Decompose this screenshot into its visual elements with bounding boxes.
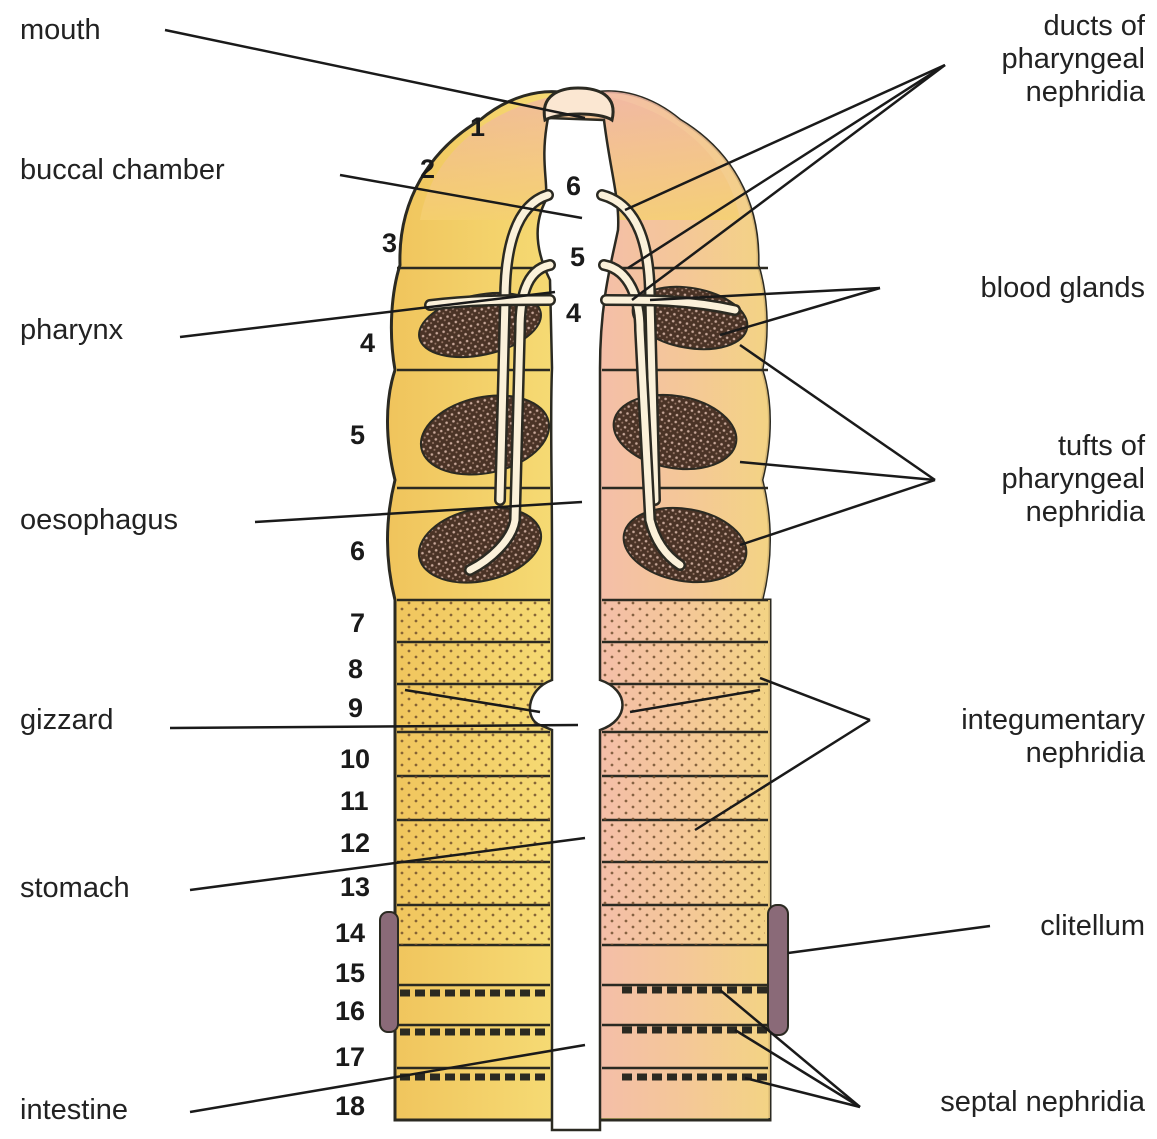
label-septal-nephridia: septal nephridia <box>940 1086 1145 1119</box>
label-tufts-pharyngeal-nephridia: tufts of pharyngeal nephridia <box>1002 430 1146 529</box>
segment-number: 7 <box>350 608 365 638</box>
label-stomach: stomach <box>20 872 130 905</box>
segment-number: 14 <box>335 918 365 948</box>
segment-number: 4 <box>360 328 375 358</box>
label-integumentary-nephridia: integumentary nephridia <box>961 704 1145 770</box>
mouth-lip <box>544 88 613 120</box>
label-oesophagus: oesophagus <box>20 504 178 537</box>
leader-line-clitellum <box>788 926 990 953</box>
segment-number: 17 <box>335 1042 365 1072</box>
stippled-region-left <box>400 600 550 945</box>
segment-number: 11 <box>340 786 369 816</box>
segment-number: 6 <box>350 536 365 566</box>
label-ducts-pharyngeal-nephridia: ducts of pharyngeal nephridia <box>1002 10 1146 109</box>
label-mouth: mouth <box>20 14 101 47</box>
segment-number: 3 <box>382 228 397 258</box>
label-intestine: intestine <box>20 1094 128 1127</box>
label-blood-glands: blood glands <box>981 272 1145 305</box>
segment-number: 10 <box>340 744 370 774</box>
segment-number: 8 <box>348 654 363 684</box>
segment-number: 5 <box>350 420 365 450</box>
segment-number: 15 <box>335 958 365 988</box>
label-buccal-chamber: buccal chamber <box>20 154 225 187</box>
leader-line-integumentary-1 <box>760 678 870 720</box>
label-clitellum: clitellum <box>1040 910 1145 943</box>
leader-line-mouth <box>165 30 585 118</box>
label-gizzard: gizzard <box>20 704 114 737</box>
segment-number: 18 <box>335 1091 365 1121</box>
clitellum-band-left <box>380 912 398 1032</box>
label-pharynx: pharynx <box>20 314 123 347</box>
segment-number: 13 <box>340 872 370 902</box>
stippled-region-right <box>600 600 765 945</box>
segment-number: 12 <box>340 828 370 858</box>
segment-number: 16 <box>335 996 365 1026</box>
leader-line-tufts-2 <box>740 462 935 480</box>
segment-number: 9 <box>348 693 363 723</box>
clitellum-band-right <box>768 905 788 1035</box>
